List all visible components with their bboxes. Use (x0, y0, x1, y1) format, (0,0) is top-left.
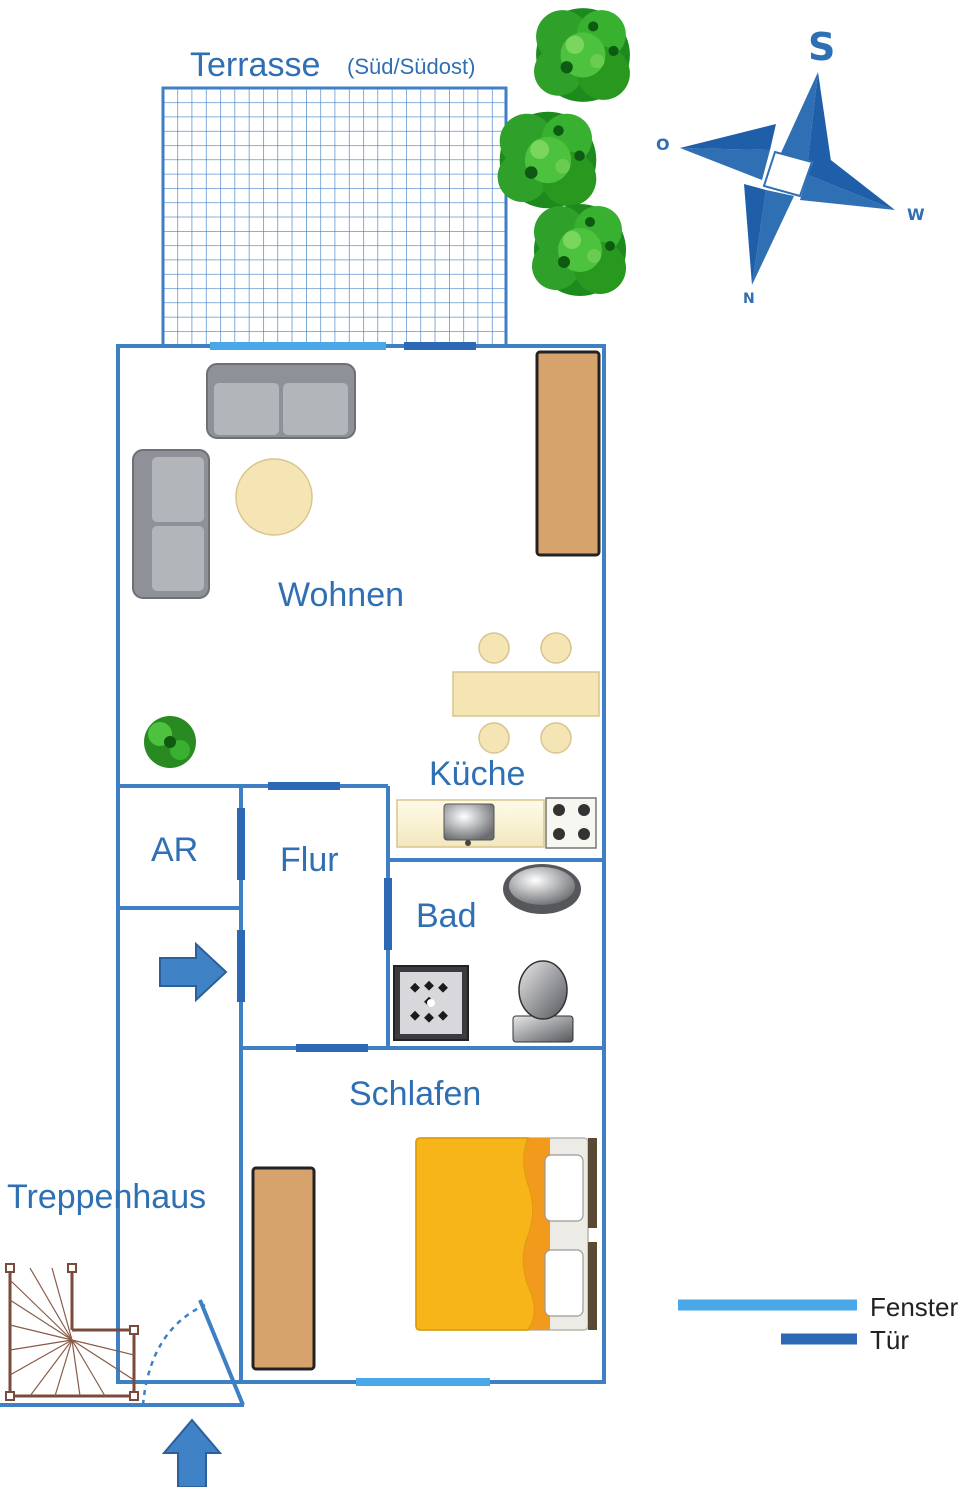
washbasin-icon (503, 864, 581, 914)
compass-rose-icon: S O W N (656, 25, 925, 307)
room-label-flur: Flur (280, 841, 339, 879)
plant-icon (144, 716, 196, 768)
sofa-icon (206, 363, 356, 439)
legend-door-label: Tür (870, 1325, 909, 1355)
legend: Fenster Tür (678, 1292, 958, 1355)
dining-table-icon (452, 632, 600, 754)
toilet-icon (512, 960, 574, 1043)
room-label-wohnen: Wohnen (278, 576, 404, 614)
room-label-schlafen: Schlafen (349, 1075, 481, 1113)
living-furniture (132, 350, 601, 768)
bedroom-furniture (251, 1137, 597, 1371)
walls (0, 344, 606, 1407)
legend-window-label: Fenster (870, 1292, 958, 1322)
room-label-kueche: Küche (429, 755, 525, 793)
room-labels: Wohnen Küche AR Flur Bad Schlafen Treppe… (7, 576, 525, 1216)
room-label-treppenhaus: Treppenhaus (7, 1178, 206, 1216)
bathroom-furniture (393, 864, 581, 1043)
kitchen-furniture (396, 797, 597, 849)
terrace-tiles (161, 86, 508, 348)
sideboard-icon (535, 350, 601, 557)
arrow-right-icon (159, 941, 228, 1003)
compass-west-label: W (907, 205, 925, 224)
compass-north-label: N (743, 291, 755, 307)
compass-south-label: S (808, 25, 835, 69)
shower-icon (393, 965, 469, 1041)
tree-icon (532, 204, 626, 296)
double-bed-icon (415, 1137, 597, 1331)
terrace: Terrasse (Süd/Südost) (161, 46, 508, 348)
tree-icon (534, 8, 630, 102)
doors (237, 342, 476, 1052)
room-label-bad: Bad (416, 897, 477, 935)
stove-icon (545, 797, 597, 849)
room-label-ar: AR (151, 831, 198, 869)
wardrobe-icon (251, 1166, 316, 1371)
trees (497, 8, 630, 296)
arrow-up-icon (161, 1418, 223, 1487)
terrace-subtitle: (Süd/Südost) (347, 54, 475, 79)
door-swing (141, 1303, 206, 1406)
compass-east-label: O (656, 135, 670, 154)
staircase-icon (5, 1263, 139, 1401)
terrace-title: Terrasse (190, 46, 320, 84)
round-table-icon (235, 458, 313, 536)
tree-icon (497, 111, 597, 209)
sink-icon (443, 803, 495, 846)
sofa-icon (132, 449, 210, 599)
windows (210, 342, 490, 1386)
